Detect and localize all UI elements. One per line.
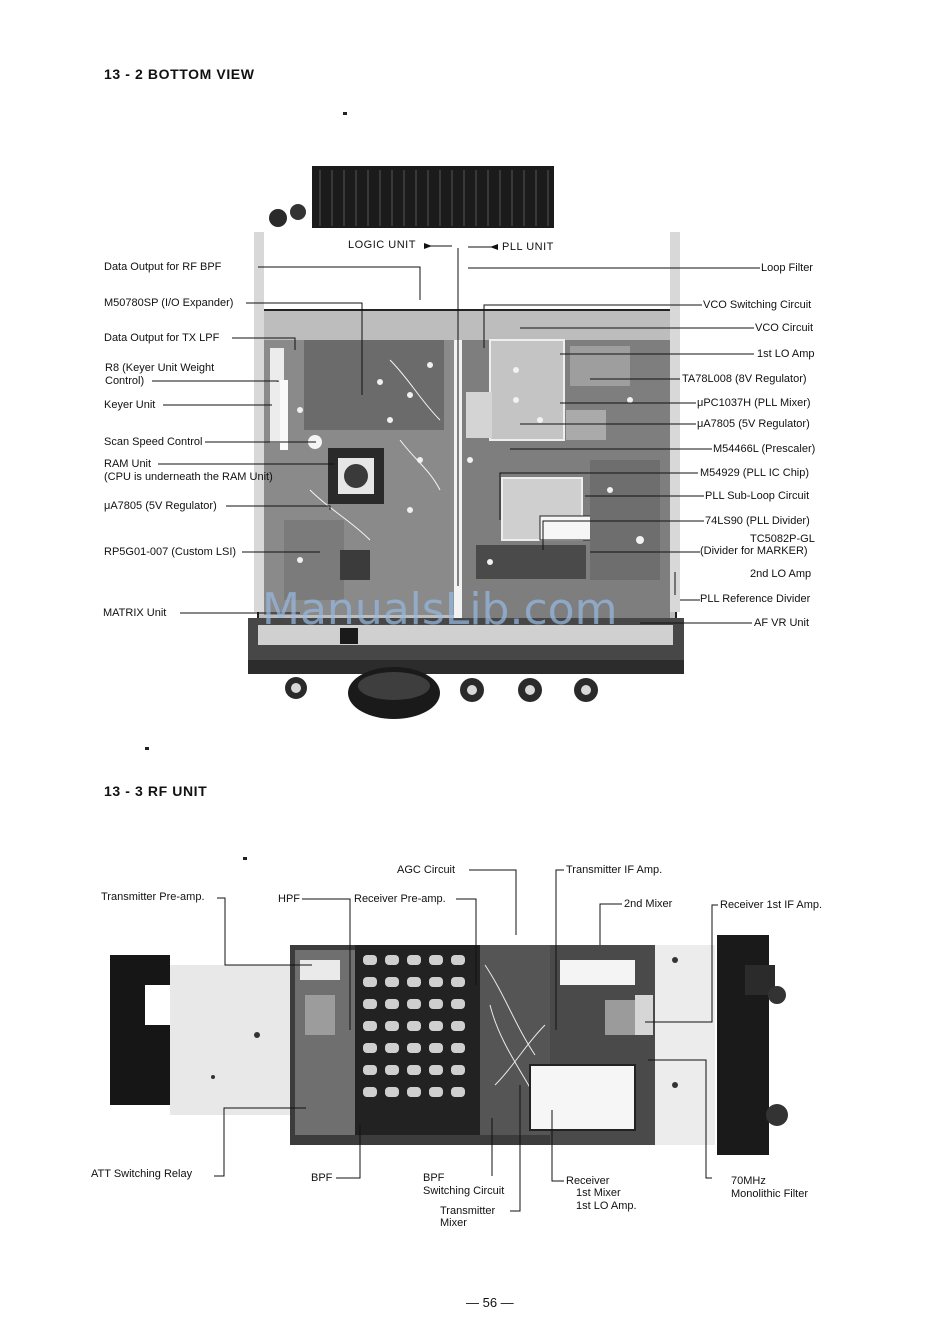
label-1st-lo-amp: 1st LO Amp (757, 348, 815, 360)
label-data-output-rf-bpf: Data Output for RF BPF (104, 261, 222, 273)
label-rx-mixer-line3: 1st LO Amp. (576, 1200, 637, 1212)
label-divider-marker: (Divider for MARKER) (700, 545, 808, 557)
label-rx-mixer-line1: Receiver (566, 1175, 610, 1187)
label-m54929: M54929 (PLL IC Chip) (700, 467, 810, 479)
label-r8-line1: R8 (Keyer Unit Weight (105, 362, 215, 374)
label-74ls90: 74LS90 (PLL Divider) (705, 515, 810, 527)
label-rp5g01: RP5G01-007 (Custom LSI) (104, 546, 237, 558)
label-loop-filter: Loop Filter (761, 262, 813, 274)
label-matrix-unit: MATRIX Unit (103, 607, 167, 619)
label-tx-if-amp: Transmitter IF Amp. (566, 864, 663, 876)
label-bpf-switching-line1: BPF (423, 1172, 445, 1184)
label-hpf: HPF (278, 893, 300, 905)
label-att-switching-relay: ATT Switching Relay (91, 1168, 193, 1180)
watermark: ManualsLib.com (262, 584, 618, 635)
label-tx-preamp: Transmitter Pre-amp. (101, 891, 205, 903)
section-heading-rf-unit: 13 - 3 RF UNIT (104, 783, 208, 799)
label-r8-line2: Control) (105, 375, 145, 387)
label-m50780sp: M50780SP (I/O Expander) (104, 297, 234, 309)
label-bpf: BPF (311, 1172, 333, 1184)
label-ua7805-right: μA7805 (5V Regulator) (697, 418, 810, 430)
label-keyer-unit: Keyer Unit (104, 399, 156, 411)
logic-unit-label: LOGIC UNIT (348, 239, 416, 251)
label-vco-switching: VCO Switching Circuit (703, 299, 812, 311)
label-ram-unit: RAM Unit (104, 458, 152, 470)
label-cpu-note: (CPU is underneath the RAM Unit) (104, 471, 273, 483)
label-tx-mixer-line2: Mixer (440, 1217, 467, 1229)
label-m54466l: M54466L (Prescaler) (713, 443, 816, 455)
section-heading-bottom-view: 13 - 2 BOTTOM VIEW (104, 66, 255, 82)
label-upc1037h: μPC1037H (PLL Mixer) (697, 397, 811, 409)
label-data-output-tx-lpf: Data Output for TX LPF (104, 332, 220, 344)
label-2nd-mixer: 2nd Mixer (624, 898, 673, 910)
speck (243, 857, 247, 860)
label-70mhz-line2: Monolithic Filter (731, 1188, 809, 1200)
label-bpf-switching-line2: Switching Circuit (423, 1185, 505, 1197)
label-vco-circuit: VCO Circuit (755, 322, 814, 334)
rf-unit-photo (110, 935, 788, 1155)
speck (145, 747, 149, 750)
label-ua7805-left: μA7805 (5V Regulator) (104, 500, 217, 512)
label-af-vr-unit: AF VR Unit (754, 617, 810, 629)
label-70mhz-line1: 70MHz (731, 1175, 766, 1187)
label-scan-speed-control: Scan Speed Control (104, 436, 203, 448)
label-tx-mixer-line1: Transmitter (440, 1205, 496, 1217)
label-ta78l008: TA78L008 (8V Regulator) (682, 373, 807, 385)
label-2nd-lo-amp: 2nd LO Amp (750, 568, 812, 580)
label-tc5082p: TC5082P-GL (750, 533, 815, 545)
label-pll-sub-loop: PLL Sub-Loop Circuit (705, 490, 810, 502)
label-rx-preamp: Receiver Pre-amp. (354, 893, 446, 905)
speck (343, 112, 347, 115)
label-agc-circuit: AGC Circuit (397, 864, 456, 876)
label-rx-mixer-line2: 1st Mixer (576, 1187, 621, 1199)
label-rx-1st-if-amp: Receiver 1st IF Amp. (720, 899, 823, 911)
page-number: — 56 — (466, 1295, 514, 1310)
bottom-view-photo (248, 166, 684, 719)
label-pll-reference-divider: PLL Reference Divider (700, 593, 811, 605)
pll-unit-label: PLL UNIT (502, 241, 554, 253)
